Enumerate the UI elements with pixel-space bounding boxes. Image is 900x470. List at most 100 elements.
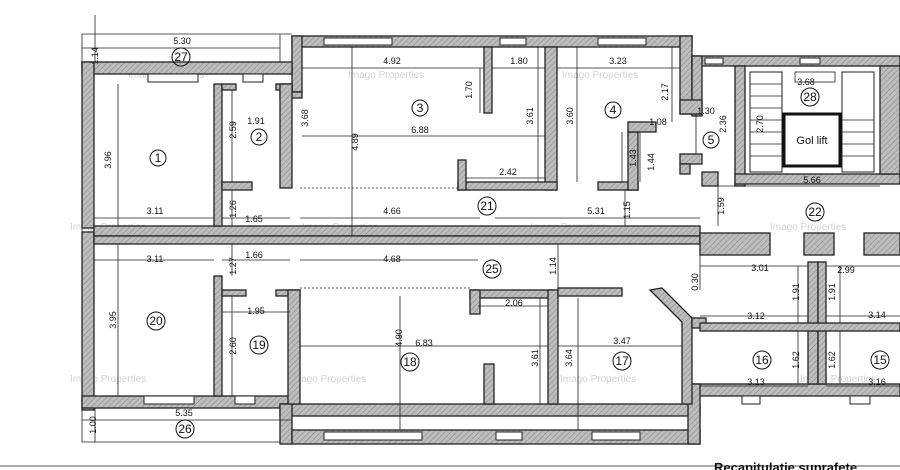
dimension-label: 1.14 <box>90 47 100 65</box>
dimension-label: 3.64 <box>564 349 574 367</box>
room-marker: 25 <box>482 259 502 279</box>
dimension-label: 3.16 <box>868 377 886 387</box>
room-number: 18 <box>403 355 417 369</box>
room-marker: 1 <box>149 149 167 167</box>
dimension-label: 2.99 <box>837 265 855 275</box>
dimension-label: 1.95 <box>247 306 265 316</box>
dimension-label: 3.47 <box>613 336 631 346</box>
watermark: Imago Properties <box>70 374 146 385</box>
dimension-label: 2.60 <box>228 337 238 355</box>
dimension-label: 3.61 <box>530 349 540 367</box>
dimension-label: 1.08 <box>649 117 667 127</box>
room-marker: 28 <box>800 87 820 107</box>
dimension-label: 6.83 <box>415 338 433 348</box>
room-marker: 19 <box>249 335 269 355</box>
dimension-label: 3.60 <box>565 107 575 125</box>
lift-label: Gol lift <box>796 135 827 147</box>
walls <box>81 35 900 445</box>
watermark: Imago Properties <box>560 374 636 385</box>
dimension-label: 5.35 <box>175 408 193 418</box>
watermark: Imago Properties <box>770 222 846 233</box>
room-number: 3 <box>417 101 424 115</box>
room-number: 17 <box>615 354 629 368</box>
dimension-lines <box>82 34 900 442</box>
dimension-label: 3.61 <box>525 107 535 125</box>
room-number: 22 <box>808 205 822 219</box>
dimension-label: 3.68 <box>797 77 815 87</box>
summary-title: Recapitulatie suprafete <box>714 460 857 470</box>
dimension-label: 1.80 <box>510 56 528 66</box>
dimension-label: 1.43 <box>628 149 638 167</box>
dimension-label: 2.70 <box>755 115 765 133</box>
dimension-label: 1.44 <box>646 153 656 171</box>
windows <box>143 37 871 441</box>
dimension-label: 1.62 <box>827 351 837 369</box>
lift-shaft: Gol lift <box>782 112 842 168</box>
dimension-label: 3.68 <box>300 109 310 127</box>
room-marker: 16 <box>752 350 772 370</box>
room-marker: 22 <box>805 202 825 222</box>
watermark: Imago Properties <box>348 70 424 81</box>
dimension-label: 2.59 <box>228 121 238 139</box>
room-marker: 21 <box>477 196 497 216</box>
dimension-label: 4.92 <box>383 56 401 66</box>
dimension-label: 3.12 <box>747 311 765 321</box>
dimension-label: 3.01 <box>751 263 769 273</box>
room-number: 28 <box>803 90 817 104</box>
room-number: 2 <box>256 130 263 144</box>
room-marker: 2 <box>250 128 268 146</box>
dimension-label: 4.90 <box>394 329 404 347</box>
room-marker: 18 <box>400 352 420 372</box>
dimension-label: 1.65 <box>245 214 263 224</box>
dimension-label: 1.91 <box>247 116 265 126</box>
dimension-label: 1.70 <box>464 81 474 99</box>
dimension-label: 1.00 <box>88 416 98 434</box>
room-marker: 20 <box>146 311 166 331</box>
dimension-label: 3.11 <box>147 206 164 216</box>
dimension-label: 5.31 <box>587 206 605 216</box>
dimension-label: 6.88 <box>411 125 429 135</box>
room-number: 15 <box>873 353 887 367</box>
dimension-label: 5.66 <box>803 175 821 185</box>
room-marker: 5 <box>702 131 720 149</box>
dimension-label: 1.59 <box>716 197 726 215</box>
dimension-label: 1.14 <box>548 257 558 275</box>
room-number: 19 <box>252 338 266 352</box>
room-markers: 1 2 3 4 5 15 16 17 18 19 20 21 22 25 26 … <box>146 47 890 439</box>
dimension-label: 1.27 <box>228 257 238 275</box>
dimension-label: 3.95 <box>108 311 118 329</box>
dimension-label: 1.62 <box>791 351 801 369</box>
room-number: 27 <box>174 50 188 64</box>
dimension-label: 0.30 <box>690 273 700 291</box>
room-number: 1 <box>155 151 162 165</box>
dimension-label: 3.11 <box>147 254 164 264</box>
stair <box>749 71 875 173</box>
dimension-label: 3.96 <box>103 151 113 169</box>
room-number: 4 <box>610 103 617 117</box>
room-number: 26 <box>178 422 192 436</box>
room-marker: 4 <box>604 101 622 119</box>
room-number: 21 <box>480 199 494 213</box>
room-number: 25 <box>485 262 499 276</box>
dimension-label: 2.06 <box>505 298 523 308</box>
dimension-label: 3.14 <box>868 310 886 320</box>
room-marker: 15 <box>870 350 890 370</box>
dimension-label: 3.13 <box>747 377 765 387</box>
dimension-label: 1.66 <box>245 250 263 260</box>
dimension-label: 5.30 <box>173 36 191 46</box>
dimension-label: 4.89 <box>350 133 360 151</box>
watermark: Imago Properties <box>290 374 366 385</box>
dimension-label: 1.15 <box>622 201 632 219</box>
dimension-label: 4.68 <box>383 254 401 264</box>
room-number: 5 <box>708 133 715 147</box>
dimension-label: 2.42 <box>499 167 517 177</box>
room-number: 20 <box>149 314 163 328</box>
dimension-label: 1.91 <box>791 283 801 301</box>
dimension-label: 2.17 <box>660 83 670 101</box>
dimension-labels: 5.30 1.14 4.92 1.70 1.80 3.23 2.17 3.68 … <box>88 36 886 434</box>
room-number: 16 <box>755 353 769 367</box>
watermark: Imago Properties <box>562 70 638 81</box>
room-marker: 27 <box>171 47 191 67</box>
dimension-label: 1.30 <box>697 106 715 116</box>
